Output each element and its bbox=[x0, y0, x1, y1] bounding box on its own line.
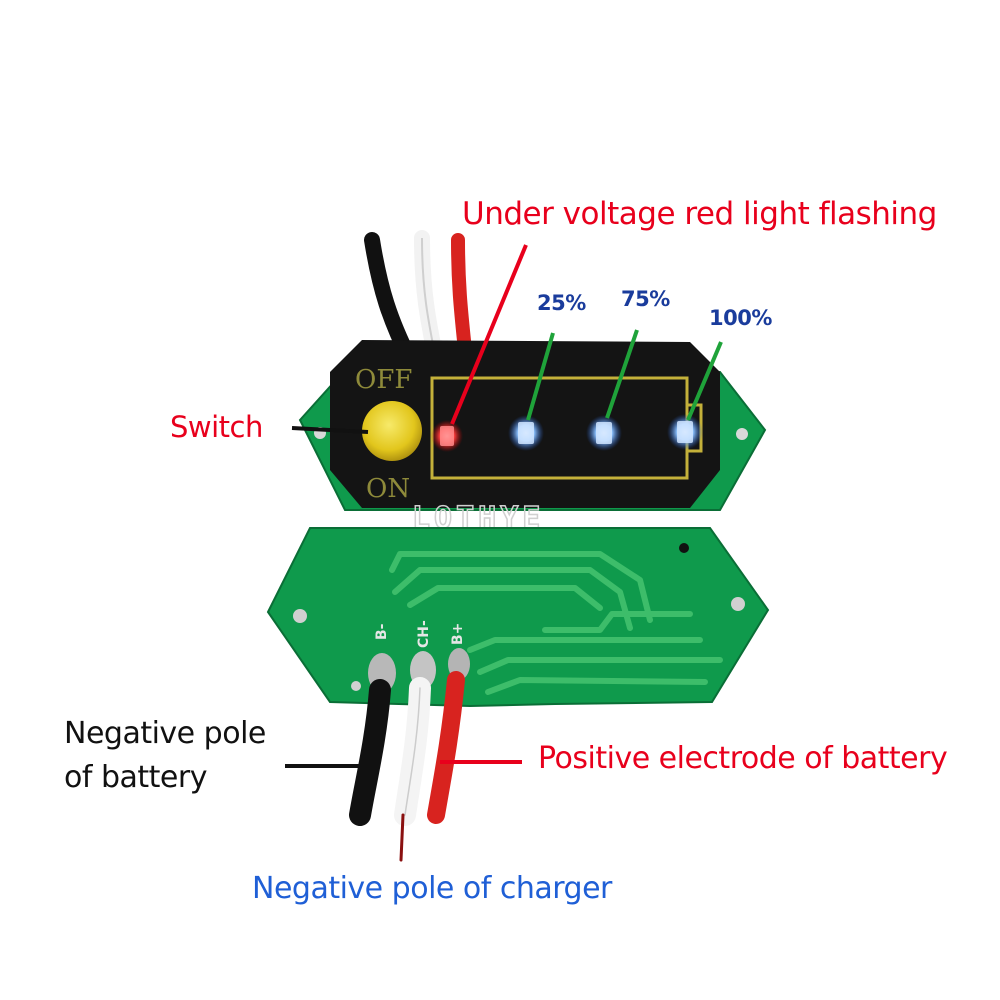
label-negative-battery-line1: Negative pole bbox=[64, 716, 266, 751]
pointer-switch bbox=[291, 426, 369, 434]
label-25-percent: 25% bbox=[537, 291, 586, 315]
switch-on-text: ON bbox=[366, 474, 410, 504]
bottom-wires bbox=[349, 671, 465, 862]
mount-hole bbox=[293, 609, 307, 623]
switch-button bbox=[362, 401, 422, 461]
label-negative-charger: Negative pole of charger bbox=[252, 871, 612, 906]
label-100-percent: 100% bbox=[709, 306, 772, 330]
mount-hole bbox=[351, 681, 361, 691]
pad-b-plus: B+ bbox=[450, 623, 466, 645]
label-positive-battery: Positive electrode of battery bbox=[538, 741, 948, 776]
label-negative-battery: Negative pole of battery bbox=[64, 712, 266, 800]
switch-off-text: OFF bbox=[355, 365, 412, 395]
mount-hole bbox=[731, 597, 745, 611]
label-negative-battery-line2: of battery bbox=[64, 760, 207, 795]
label-75-percent: 75% bbox=[621, 287, 670, 311]
pcb-traces bbox=[389, 551, 723, 695]
label-switch: Switch bbox=[170, 410, 263, 444]
pointer-75 bbox=[605, 329, 639, 419]
pad-ch-minus: CH- bbox=[416, 620, 432, 648]
pointer-under-voltage bbox=[450, 244, 528, 425]
pointer-100 bbox=[686, 341, 723, 421]
led-75 bbox=[586, 415, 622, 451]
led-red bbox=[431, 420, 463, 452]
pad-b-minus: B- bbox=[374, 623, 390, 640]
label-under-voltage: Under voltage red light flashing bbox=[462, 196, 937, 232]
mount-hole bbox=[736, 428, 748, 440]
pointer-25 bbox=[526, 332, 555, 421]
led-25 bbox=[508, 415, 544, 451]
mount-hole bbox=[679, 543, 689, 553]
led-100 bbox=[667, 414, 703, 450]
